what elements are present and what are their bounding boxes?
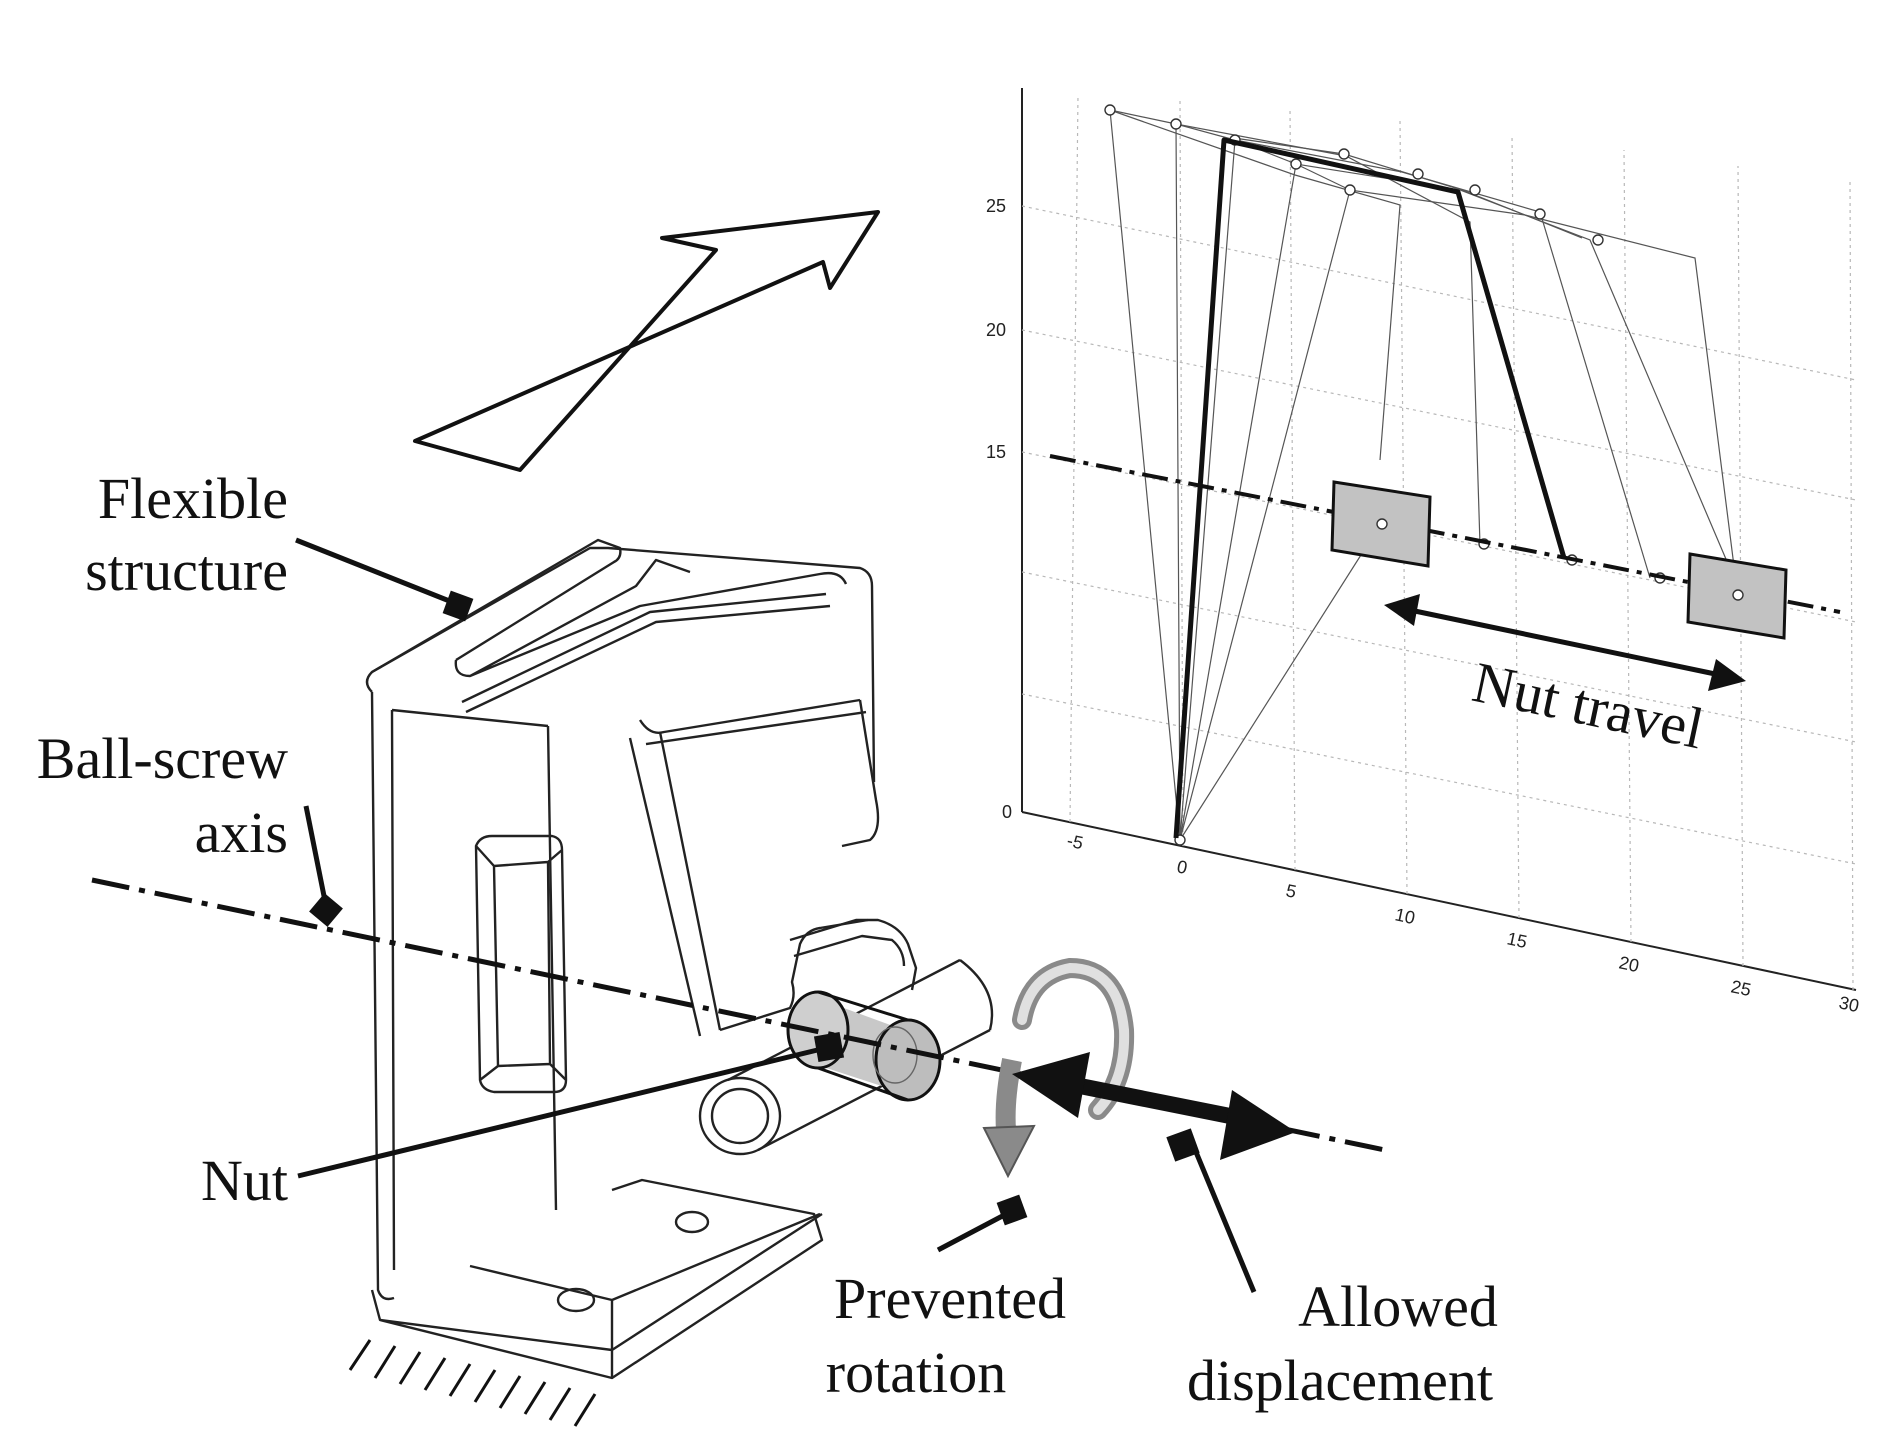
- x-tick-label: 30: [1837, 992, 1861, 1016]
- lower-tube-end: [698, 1076, 782, 1156]
- joint-marker: [1170, 118, 1182, 130]
- y-tick-label: 20: [986, 320, 1006, 340]
- flexible-structure-drawing: [365, 538, 994, 1380]
- joint-marker: [1534, 208, 1546, 220]
- leader-marker: [309, 893, 343, 927]
- leader-flexible-structure: [295, 537, 463, 609]
- frame-hinge: [789, 918, 918, 991]
- nut-center-marker: [1376, 518, 1388, 530]
- joint-marker: [1338, 148, 1350, 160]
- linkage-position: [1179, 524, 1381, 841]
- x-tick-labels: -5 0 5 10 15 20 25 30: [1065, 830, 1861, 1016]
- nut-travel-arrow: [1384, 594, 1746, 691]
- frame-left-inner: [390, 708, 558, 1271]
- joint-marker: [1344, 184, 1356, 196]
- allowed-displacement-label-line2: displacement: [1187, 1348, 1493, 1413]
- leader-lines: [295, 537, 1257, 1293]
- frame-right-panel: [628, 699, 880, 1037]
- joint-marker: [1592, 234, 1604, 246]
- linkage-current-position: [1173, 137, 1567, 839]
- linkage-joints: [1104, 104, 1666, 846]
- mounting-hole: [556, 1287, 596, 1313]
- ground-hatch: [348, 1339, 597, 1427]
- leader-marker: [813, 1031, 845, 1063]
- x-tick-label: -5: [1065, 830, 1085, 853]
- nut-cylinder: [786, 990, 942, 1102]
- allowed-displacement-label-line1: Allowed: [1298, 1274, 1498, 1339]
- ball-screw-axis-label-line2: axis: [195, 800, 288, 865]
- joint-marker: [1469, 184, 1481, 196]
- x-tick-label: 15: [1505, 928, 1529, 952]
- joint-marker: [1290, 158, 1302, 170]
- frame-groove-lines: [461, 592, 867, 746]
- ball-screw-axis-label-line1: Ball-screw: [37, 726, 288, 791]
- frame-top-flange: [371, 538, 848, 678]
- leader-prevented-rotation: [936, 1209, 1012, 1253]
- leader-marker: [1166, 1128, 1200, 1162]
- frame-base-plate: [370, 1178, 824, 1380]
- leader-allowed-displacement: [1193, 1151, 1257, 1293]
- bottom-labels: Prevented rotation Allowed displacement: [826, 1266, 1498, 1413]
- linkage-position: [1233, 137, 1583, 239]
- motion-direction-arrow: [413, 210, 880, 472]
- linkage-position: [1109, 109, 1401, 841]
- lower-tube-bore: [710, 1087, 770, 1145]
- joint-marker: [1412, 168, 1424, 180]
- linkage-position: [1175, 123, 1481, 841]
- leader-nut: [297, 1043, 835, 1179]
- leader-markers: [309, 590, 1200, 1226]
- y-tick-label: 15: [986, 442, 1006, 462]
- nut-centers: [1376, 518, 1744, 601]
- frame-window: [474, 834, 568, 1094]
- leader-marker: [996, 1194, 1028, 1226]
- joint-marker: [1104, 104, 1116, 116]
- mounting-hole: [674, 1210, 710, 1234]
- callout-labels: Flexible structure Ball-screw axis Nut: [37, 466, 288, 1213]
- flexible-structure-label-line2: structure: [85, 538, 288, 603]
- prevented-rotation-label-line2: rotation: [826, 1340, 1006, 1405]
- y-tick-label: 25: [986, 196, 1006, 216]
- x-tick-label: 20: [1617, 952, 1641, 976]
- prevented-rotation-label-line1: Prevented: [834, 1266, 1066, 1331]
- y-tick-labels: 0 15 20 25: [986, 196, 1012, 822]
- x-tick-label: 10: [1393, 904, 1417, 928]
- plot-axes: [1021, 88, 1857, 991]
- linkage-plot: -5 0 5 10 15 20 25 30 0 15 20 25: [986, 88, 1861, 1016]
- flexible-structure-label-line1: Flexible: [98, 466, 288, 531]
- prevented-rotation-arrow: [982, 957, 1135, 1179]
- x-tick-label: 25: [1729, 976, 1753, 1000]
- nut-center-marker: [1732, 589, 1744, 601]
- leader-ball-screw-axis: [303, 805, 329, 907]
- allowed-displacement-arrow: [1012, 1052, 1296, 1160]
- leader-marker: [442, 590, 474, 622]
- frame-left-upright: [365, 546, 876, 1301]
- x-tick-label: 0: [1175, 856, 1189, 878]
- y-tick-label: 0: [1002, 802, 1012, 822]
- nut-label: Nut: [201, 1148, 288, 1213]
- x-tick-label: 5: [1284, 880, 1298, 902]
